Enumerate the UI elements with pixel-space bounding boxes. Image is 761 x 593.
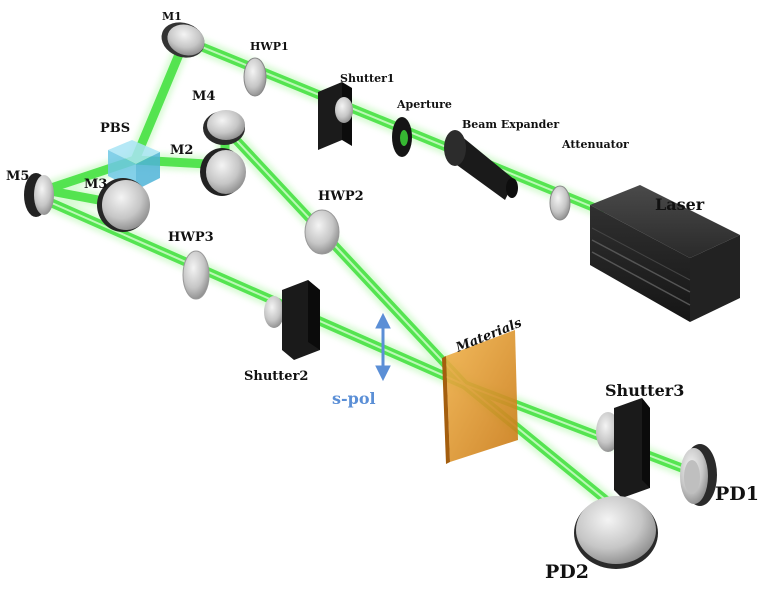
label-shutter2: Shutter2 [244,369,308,384]
label-pd2: PD2 [545,561,589,583]
label-shutter3: Shutter3 [605,381,684,400]
beam-expander [444,130,518,200]
shutter2 [264,280,320,360]
hwp1-optic [243,57,267,97]
mirror-m5 [24,173,54,217]
label-m2: M2 [170,143,193,158]
label-shutter1: Shutter1 [340,72,395,85]
label-s-pol: s-pol [332,389,376,408]
label-hwp3: HWP3 [168,230,214,245]
label-pbs: PBS [100,121,130,136]
mirror-m2 [200,148,246,196]
shutter3 [596,398,650,498]
hwp3-optic [182,250,210,300]
label-pd1: PD1 [715,483,759,505]
laser-box [590,185,740,322]
photodetector-pd2 [574,496,658,569]
label-aperture: Aperture [396,98,452,111]
label-m5: M5 [6,169,29,184]
shutter1 [318,82,353,150]
label-m3: M3 [84,177,107,192]
mirror-m3 [97,178,150,232]
hwp2-optic [304,209,340,255]
label-laser: Laser [655,195,705,214]
photodetector-pd1 [680,444,717,506]
label-attenuator: Attenuator [561,138,629,151]
label-m1: M1 [162,10,182,23]
label-hwp2: HWP2 [318,189,364,204]
label-hwp1: HWP1 [250,40,289,53]
label-beam-expander: Beam Expander [462,118,559,131]
attenuator-optic [549,185,571,221]
label-m4: M4 [192,89,215,104]
mirror-m1 [161,22,205,58]
materials-sample [442,330,518,464]
mirror-m4 [203,110,245,145]
aperture [392,117,412,157]
s-pol-arrow [375,312,391,382]
